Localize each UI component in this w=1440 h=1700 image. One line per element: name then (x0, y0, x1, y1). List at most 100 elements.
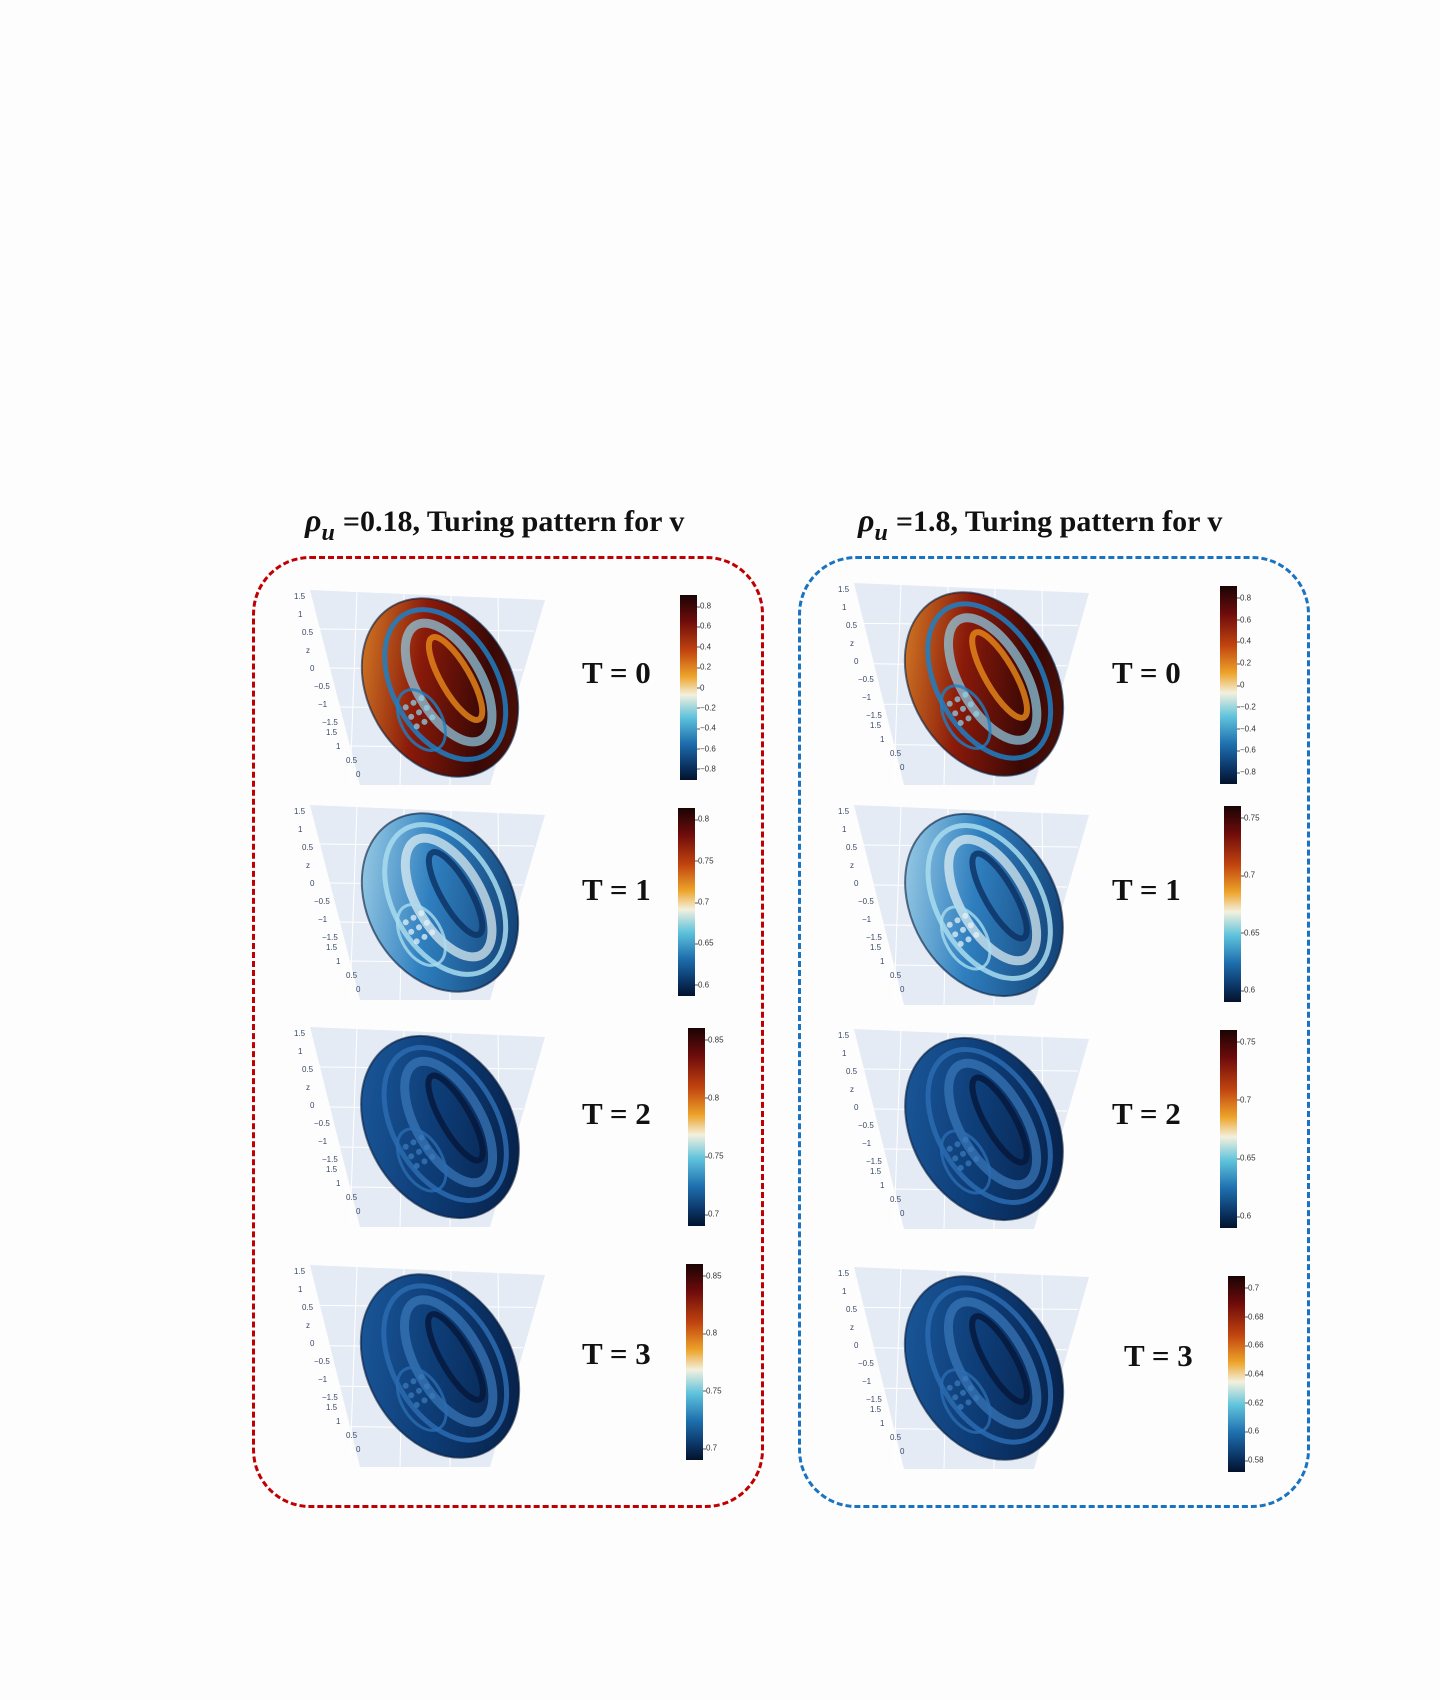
right-title-text: =1.8, Turing pattern for v (895, 505, 1223, 538)
axis-tick: 0.5 (846, 1305, 858, 1314)
axis-tick: 1.5 (838, 585, 850, 594)
colorbar-tick: −0.4 (1237, 724, 1256, 734)
axis-tick: 0.5 (346, 1431, 358, 1440)
colorbar-tick: −0.6 (697, 744, 716, 754)
colorbar-tick: 0.8 (702, 1328, 718, 1338)
axis-tick: 0 (854, 879, 859, 888)
rho-subscript: u (874, 520, 888, 546)
axis-tick: 1 (880, 957, 885, 966)
axis-tick: 0 (900, 1447, 905, 1456)
axis-tick: −1.5 (322, 1393, 338, 1402)
axis-tick: 1 (880, 1419, 885, 1428)
axis-tick: 1 (336, 957, 341, 966)
axis-tick: 1.5 (294, 807, 306, 816)
axis-tick: 1.5 (294, 1029, 306, 1038)
axis-tick: 1 (880, 1181, 885, 1190)
axis-tick: 1.5 (870, 1405, 882, 1414)
axis-tick: 1 (298, 610, 303, 619)
axis-tick: −1.5 (866, 1395, 882, 1404)
axis-tick: 0 (900, 763, 905, 772)
axis-tick: 1.5 (870, 943, 882, 952)
right-group-title: ρu=1.8, Turing pattern for v (858, 502, 1223, 546)
axis-tick: −0.5 (314, 897, 330, 906)
colorbar-tick: 0.8 (696, 601, 712, 611)
colorbar-tick: 0.7 (702, 1443, 718, 1453)
axis-tick: 0.5 (890, 749, 902, 758)
time-label: T = 0 (582, 655, 651, 690)
axis-tick: 1.5 (326, 728, 338, 737)
colorbar-tick: 0.4 (696, 642, 712, 652)
colorbar-tick: 0.8 (1236, 593, 1252, 603)
right-group-frame (798, 556, 1310, 1508)
colorbar-tick: 0.7 (1244, 1283, 1260, 1293)
axis-tick: 1.5 (838, 807, 850, 816)
axis-tick: −1 (318, 1375, 328, 1384)
axis-tick: −1 (318, 1137, 328, 1146)
axis-tick: 0 (356, 1445, 361, 1454)
axis-tick: −0.5 (858, 1359, 874, 1368)
axis-tick: 0.5 (346, 971, 358, 980)
axis-tick: −0.5 (314, 1357, 330, 1366)
colorbar-tick: 0.8 (704, 1093, 720, 1103)
time-label: T = 2 (1112, 1096, 1181, 1131)
colorbar-tick: 0.2 (696, 662, 712, 672)
rho-symbol: ρ (305, 502, 322, 538)
axis-tick: z (306, 1321, 310, 1330)
axis-tick: 0 (356, 770, 361, 779)
colorbar-tick: 0.6 (696, 621, 712, 631)
axis-tick: −1 (862, 1377, 872, 1386)
axis-tick: −1.5 (866, 711, 882, 720)
colorbar-tick: 0.62 (1245, 1398, 1264, 1408)
colorbar-tick: 0.64 (1245, 1369, 1264, 1379)
axis-tick: 1 (842, 1049, 847, 1058)
colorbar-tick: 0.4 (1236, 636, 1252, 646)
axis-tick: −1 (318, 700, 328, 709)
colorbar-tick: 0.65 (1237, 1153, 1256, 1163)
axis-tick: −1.5 (866, 933, 882, 942)
axis-tick: −1 (862, 1139, 872, 1148)
colorbar-tick: −0.8 (697, 764, 716, 774)
colorbar-tick: 0.7 (1236, 1095, 1252, 1105)
axis-tick: 0 (356, 1207, 361, 1216)
axis-tick: 0 (310, 879, 315, 888)
axis-tick: 0 (854, 1341, 859, 1350)
colorbar-tick: −0.8 (1237, 767, 1256, 777)
axis-tick: 1 (298, 1285, 303, 1294)
axis-tick: 0.5 (846, 621, 858, 630)
colorbar-tick: 0.7 (1240, 870, 1256, 880)
colorbar-tick: 0.65 (1241, 928, 1260, 938)
time-label: T = 2 (582, 1096, 651, 1131)
axis-tick: −1 (862, 915, 872, 924)
colorbar-tick: 0.6 (1244, 1426, 1260, 1436)
colorbar-tick: 0.75 (695, 856, 714, 866)
axis-tick: −0.5 (314, 682, 330, 691)
axis-tick: z (306, 1083, 310, 1092)
torus-surface-plot: 1.510.5z0−0.5−1−1.51.510.50 (294, 590, 545, 786)
axis-tick: 0 (356, 985, 361, 994)
axis-tick: 1 (298, 825, 303, 834)
torus-surface-plot: 1.510.5z0−0.5−1−1.51.510.50 (294, 805, 545, 1001)
axis-tick: 0 (310, 1101, 315, 1110)
colorbar-tick: 0.68 (1245, 1312, 1264, 1321)
colorbar-tick: 0.7 (694, 897, 710, 907)
colorbar-tick: 0.58 (1245, 1455, 1264, 1465)
axis-tick: 1.5 (294, 1267, 306, 1276)
axis-tick: 1.5 (870, 1167, 882, 1176)
axis-tick: 1 (298, 1047, 303, 1056)
axis-tick: 0 (310, 664, 315, 673)
colorbar-tick: −0.2 (1237, 702, 1256, 712)
axis-tick: −1.5 (866, 1157, 882, 1166)
axis-tick: 0.5 (302, 843, 314, 852)
colorbar-tick: 0.6 (1240, 985, 1256, 995)
torus-surface-plot: 1.510.5z0−0.5−1−1.51.510.50 (838, 1267, 1089, 1470)
torus-surface-plot: 1.510.5z0−0.5−1−1.51.510.50 (838, 805, 1089, 1006)
axis-tick: 0.5 (890, 1433, 902, 1442)
axis-tick: 1.5 (326, 1165, 338, 1174)
